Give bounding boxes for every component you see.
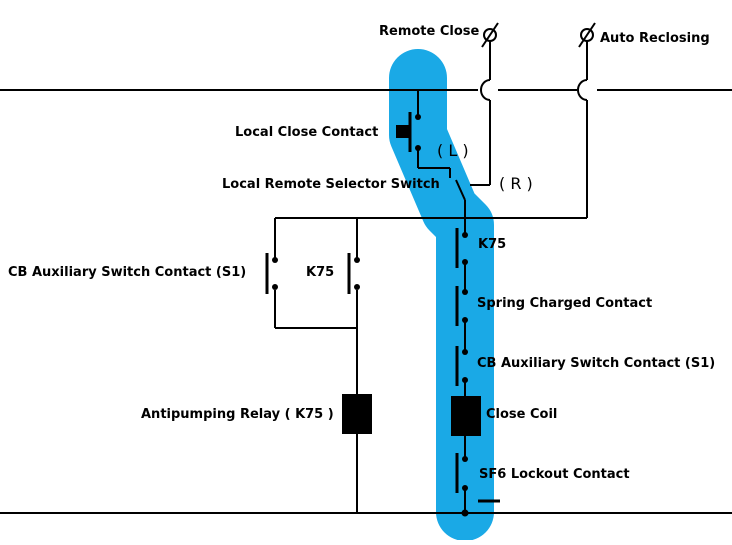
k75-left-label: K75 [306, 265, 334, 280]
cb-aux-left-label: CB Auxiliary Switch Contact (S1) [8, 265, 246, 280]
sf6-lockout-contact [455, 453, 500, 517]
antipumping-relay-coil [342, 394, 372, 434]
local-position-label: ( L ) [437, 141, 469, 160]
spring-charged-contact [455, 286, 468, 350]
auto-reclosing-terminal [465, 22, 596, 219]
push-button-actuator [396, 125, 410, 138]
cb-aux-right-label: CB Auxiliary Switch Contact (S1) [477, 356, 715, 371]
remote-close-label: Remote Close [379, 24, 480, 39]
selector-switch-label: Local Remote Selector Switch [222, 177, 440, 192]
spring-charged-label: Spring Charged Contact [477, 296, 652, 311]
sf6-lockout-label: SF6 Lockout Contact [479, 467, 630, 482]
remote-position-label: ( R ) [499, 174, 533, 193]
close-coil-label: Close Coil [486, 407, 557, 422]
k75-right-label: K75 [478, 237, 506, 252]
close-coil [451, 396, 481, 436]
antipumping-relay-label: Antipumping Relay ( K75 ) [141, 407, 334, 422]
auto-reclosing-label: Auto Reclosing [600, 31, 710, 46]
antipumping-branch [274, 217, 465, 513]
cb-aux-contact-left [265, 253, 278, 294]
cb-aux-contact-right [455, 346, 468, 396]
remote-close-terminal [470, 22, 499, 186]
local-close-contact [396, 90, 450, 169]
local-close-contact-label: Local Close Contact [235, 125, 378, 140]
k75-contact-left [347, 253, 360, 294]
k75-contact-right [455, 228, 468, 290]
